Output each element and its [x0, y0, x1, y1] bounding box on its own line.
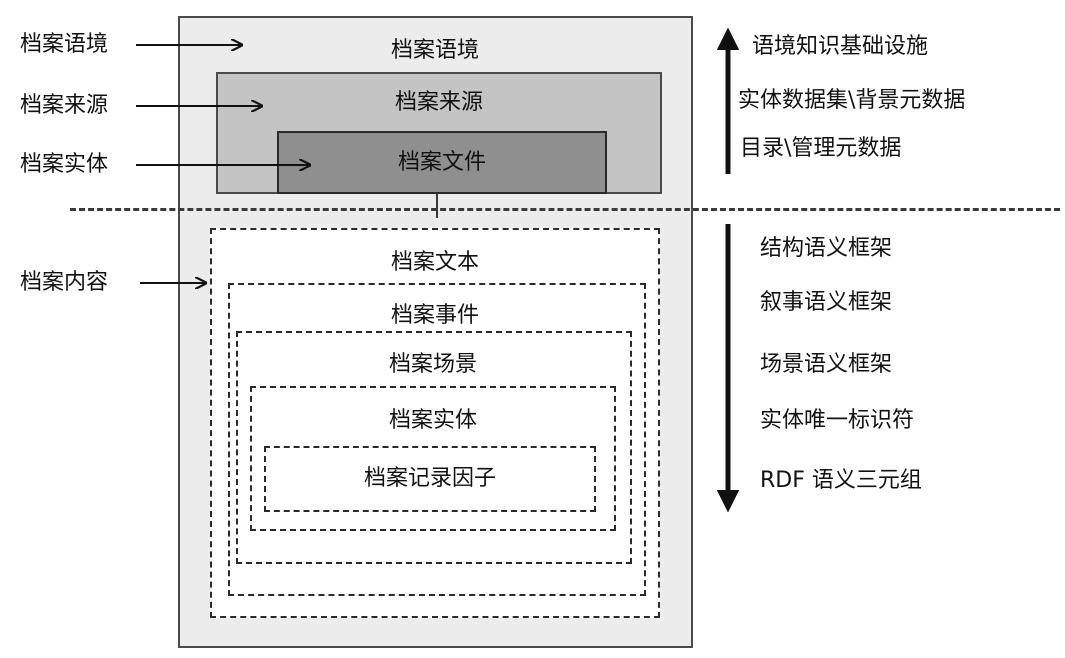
record-factor-label: 档案记录因子 [363, 466, 497, 491]
right-upper-label-3: 目录\管理元数据 [740, 136, 902, 161]
entity-box-label: 档案文件 [397, 150, 487, 175]
right-lower-label-3: 场景语义框架 [760, 352, 893, 377]
content-box-label: 档案文本 [390, 250, 480, 275]
entity-file-box [277, 131, 607, 194]
outer-box-label: 档案语境 [390, 38, 480, 63]
left-label-entity: 档案实体 [20, 152, 109, 177]
right-upper-label-1: 语境知识基础设施 [752, 34, 929, 59]
right-upper-label-2: 实体数据集\背景元数据 [738, 88, 966, 113]
section-divider [70, 208, 1060, 211]
left-label-context: 档案语境 [20, 32, 109, 57]
event-box-label: 档案事件 [390, 303, 480, 328]
left-label-source: 档案来源 [20, 93, 109, 118]
source-box-label: 档案来源 [394, 90, 484, 115]
entity-inner-label: 档案实体 [388, 408, 478, 433]
scene-box-label: 档案场景 [388, 352, 478, 377]
right-lower-label-5: RDF 语义三元组 [760, 468, 922, 493]
connector-line [436, 194, 438, 218]
right-lower-label-1: 结构语义框架 [760, 236, 893, 261]
record-factor-box [264, 446, 596, 512]
right-lower-label-4: 实体唯一标识符 [760, 408, 915, 433]
right-lower-label-2: 叙事语义框架 [760, 290, 893, 315]
left-label-content: 档案内容 [20, 270, 109, 295]
